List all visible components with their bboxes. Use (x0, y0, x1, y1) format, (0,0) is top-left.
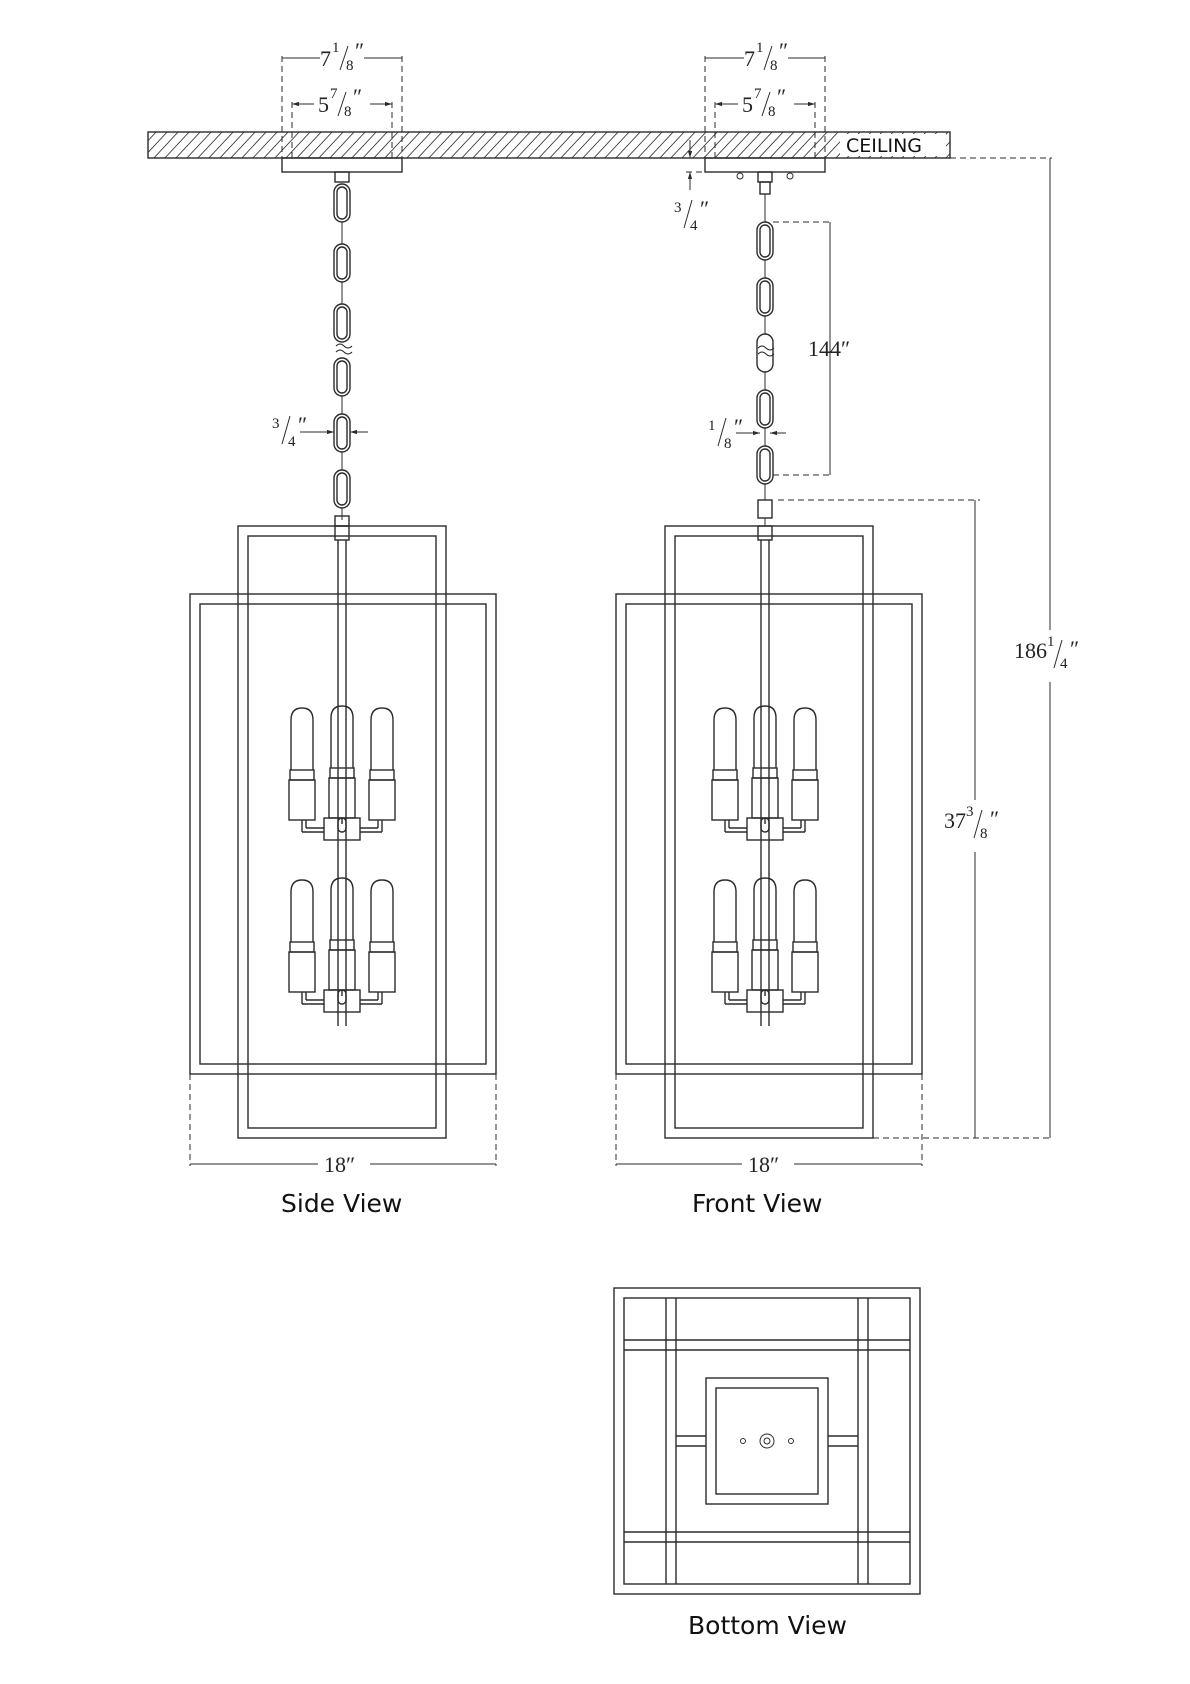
svg-text:″: ″ (298, 412, 307, 437)
svg-text:″: ″ (700, 196, 709, 221)
side-width-dim: 18″ (324, 1152, 355, 1177)
side-view-label: Side View (281, 1189, 402, 1218)
front-canopy-outer-dim: 7 1 8 ″ (744, 38, 788, 74)
svg-text:5: 5 (742, 92, 753, 117)
side-chain (333, 171, 353, 527)
svg-text:7: 7 (330, 86, 338, 102)
svg-text:3: 3 (272, 416, 280, 432)
svg-text:8: 8 (980, 826, 988, 842)
side-view: 7 1 8 ″ 5 7 8 ″ (189, 38, 497, 1218)
svg-text:186: 186 (1014, 638, 1047, 663)
bottom-view: Bottom View (613, 1287, 921, 1640)
svg-text:1: 1 (756, 40, 764, 56)
svg-text:8: 8 (768, 104, 776, 120)
front-canopy (704, 157, 826, 173)
svg-text:″: ″ (990, 806, 999, 831)
front-bulb-cluster-upper (711, 705, 819, 841)
front-width-dim: 18″ (748, 1152, 779, 1177)
chain-wire-dim: 1 8 ″ (708, 414, 743, 452)
ceiling-label: CEILING (846, 135, 922, 157)
bottom-view-label: Bottom View (688, 1611, 847, 1640)
svg-text:″: ″ (779, 38, 788, 63)
chain-length-dim: 144″ (808, 336, 850, 361)
svg-text:″: ″ (355, 38, 364, 63)
front-view: 7 1 8 ″ 5 7 8 ″ 3 4 ″ (615, 38, 1052, 1218)
side-link-width-dim: 3 4 ″ (272, 412, 307, 450)
svg-text:8: 8 (346, 58, 354, 74)
svg-text:1: 1 (1047, 634, 1055, 650)
svg-text:8: 8 (344, 104, 352, 120)
overall-height-dim: 186 1 4 ″ (1014, 634, 1079, 672)
svg-text:4: 4 (1060, 656, 1068, 672)
canopy-height-dim: 3 4 ″ (674, 196, 709, 234)
svg-text:″: ″ (1070, 636, 1079, 661)
front-canopy-inner-dim: 5 7 8 ″ (742, 84, 786, 120)
side-canopy-outer-dim: 7 1 8 ″ (320, 38, 364, 74)
side-bulb-cluster-lower (288, 877, 396, 1013)
svg-text:1: 1 (332, 40, 340, 56)
fixture-height-dim: 37 3 8 ″ (944, 804, 999, 842)
front-chain (756, 171, 775, 526)
svg-text:3: 3 (966, 804, 974, 820)
svg-text:7: 7 (754, 86, 762, 102)
svg-text:8: 8 (770, 58, 778, 74)
svg-text:3: 3 (674, 200, 682, 216)
side-front-frame (189, 593, 497, 1075)
side-bulb-cluster-upper (288, 705, 396, 841)
side-canopy-inner-dim: 5 7 8 ″ (318, 84, 362, 120)
front-bulb-cluster-lower (711, 877, 819, 1013)
overall-height-dimension: 186 1 4 ″ (950, 157, 1092, 1138)
svg-text:5: 5 (318, 92, 329, 117)
svg-text:4: 4 (288, 434, 296, 450)
svg-text:1: 1 (708, 418, 716, 434)
svg-text:7: 7 (744, 46, 755, 71)
svg-text:37: 37 (944, 808, 966, 833)
svg-text:7: 7 (320, 46, 331, 71)
svg-text:4: 4 (690, 218, 698, 234)
svg-text:8: 8 (724, 436, 732, 452)
svg-text:″: ″ (353, 84, 362, 109)
svg-text:″: ″ (777, 84, 786, 109)
side-canopy (281, 157, 403, 173)
ceiling: CEILING (147, 131, 951, 159)
front-view-label: Front View (692, 1189, 823, 1218)
svg-text:″: ″ (734, 414, 743, 439)
